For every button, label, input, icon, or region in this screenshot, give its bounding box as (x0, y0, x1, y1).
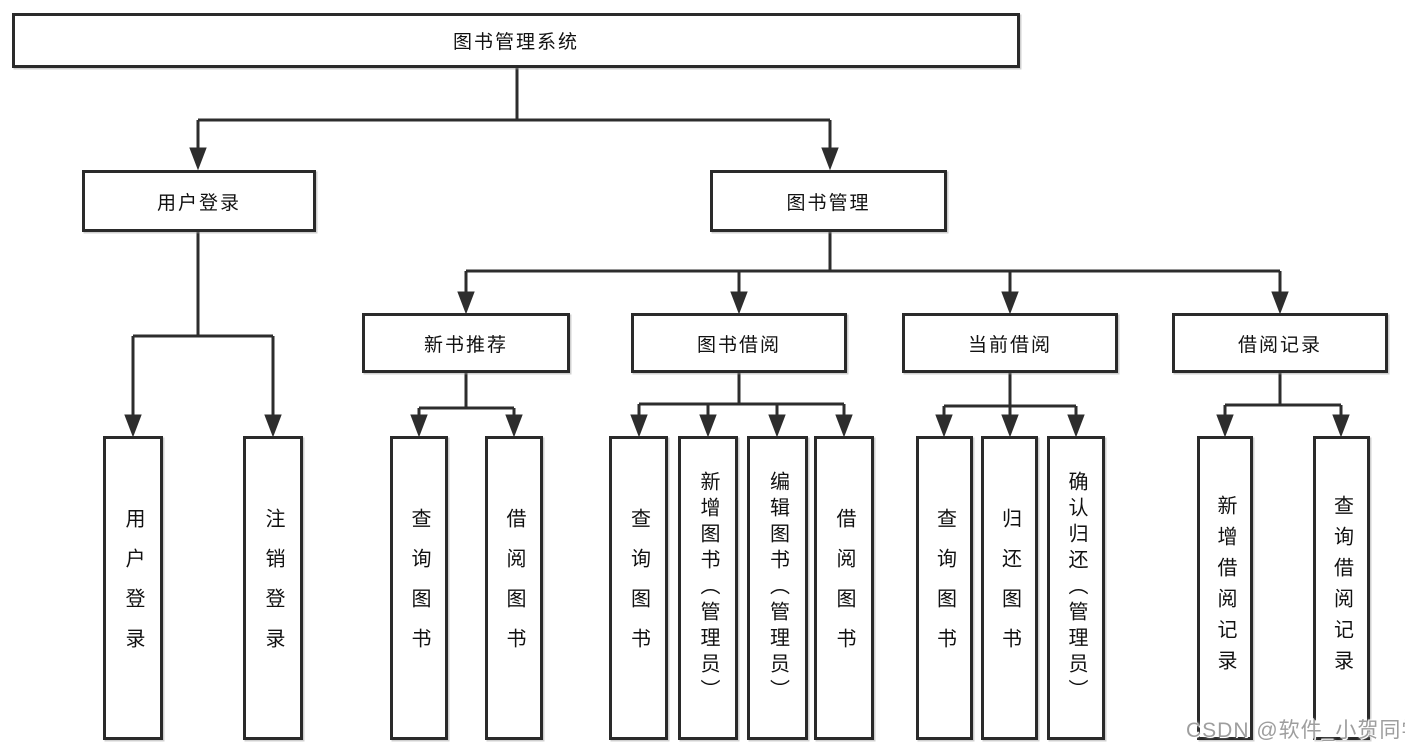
leaf-confirm-return-admin: 确认归还（管理员） (1047, 436, 1105, 740)
node-book-management-branch: 图书管理 (710, 170, 947, 232)
node-root-library-management-system: 图书管理系统 (12, 13, 1020, 68)
leaf-borrow-books-2: 借阅图书 (814, 436, 874, 740)
node-label: 归还图书 (998, 508, 1021, 668)
node-new-book-recommend: 新书推荐 (362, 313, 570, 373)
node-label: 查询图书 (933, 508, 956, 668)
leaf-borrow-books-1: 借阅图书 (485, 436, 543, 740)
leaf-query-books-1: 查询图书 (390, 436, 448, 740)
leaf-user-login: 用户登录 (103, 436, 163, 740)
leaf-add-borrow-record: 新增借阅记录 (1197, 436, 1253, 740)
node-label: 查询图书 (627, 508, 650, 668)
node-label: 图书管理 (786, 192, 871, 214)
connector-root-to-level2 (189, 66, 839, 171)
node-label: 借阅图书 (833, 508, 855, 668)
connector-user-login-to-children (124, 231, 282, 438)
leaf-query-books-2: 查询图书 (609, 436, 668, 740)
node-label: 新增图书（管理员） (697, 471, 719, 705)
node-label: 注销登录 (262, 508, 284, 668)
leaf-return-books: 归还图书 (981, 436, 1038, 740)
leaf-add-books-admin: 新增图书（管理员） (678, 436, 738, 740)
node-label: 借阅图书 (503, 508, 525, 668)
node-label: 用户登录 (122, 508, 144, 668)
node-label: 编辑图书（管理员） (766, 471, 789, 705)
node-label: 确认归还（管理员） (1065, 471, 1087, 705)
leaf-query-books-3: 查询图书 (916, 436, 973, 740)
node-label: 图书借阅 (696, 334, 781, 356)
leaf-edit-books-admin: 编辑图书（管理员） (747, 436, 808, 740)
node-label: 用户登录 (156, 192, 241, 214)
node-user-login-branch: 用户登录 (82, 170, 316, 232)
node-book-borrowing: 图书借阅 (631, 313, 847, 373)
node-current-borrowing: 当前借阅 (902, 313, 1118, 373)
csdn-watermark: CSDN @软件_小贺同学 (1186, 719, 1405, 742)
connector-book-management-to-level3 (457, 232, 1289, 315)
node-label: 当前借阅 (967, 334, 1052, 356)
connector-book-borrow-to-children (630, 373, 853, 438)
leaf-query-borrow-record: 查询借阅记录 (1313, 436, 1370, 740)
node-label: 图书管理系统 (452, 32, 579, 53)
node-label: 查询借阅记录 (1330, 495, 1353, 681)
connector-current-borrow-to-children (935, 373, 1085, 438)
node-label: 借阅记录 (1237, 334, 1322, 356)
connector-borrow-records-to-children (1216, 373, 1350, 438)
node-label: 查询图书 (408, 508, 430, 668)
node-borrowing-records: 借阅记录 (1172, 313, 1388, 373)
node-label: 新增借阅记录 (1214, 495, 1236, 681)
connector-new-book-to-children (410, 373, 523, 438)
leaf-logout: 注销登录 (243, 436, 303, 740)
node-label: 新书推荐 (423, 334, 508, 356)
